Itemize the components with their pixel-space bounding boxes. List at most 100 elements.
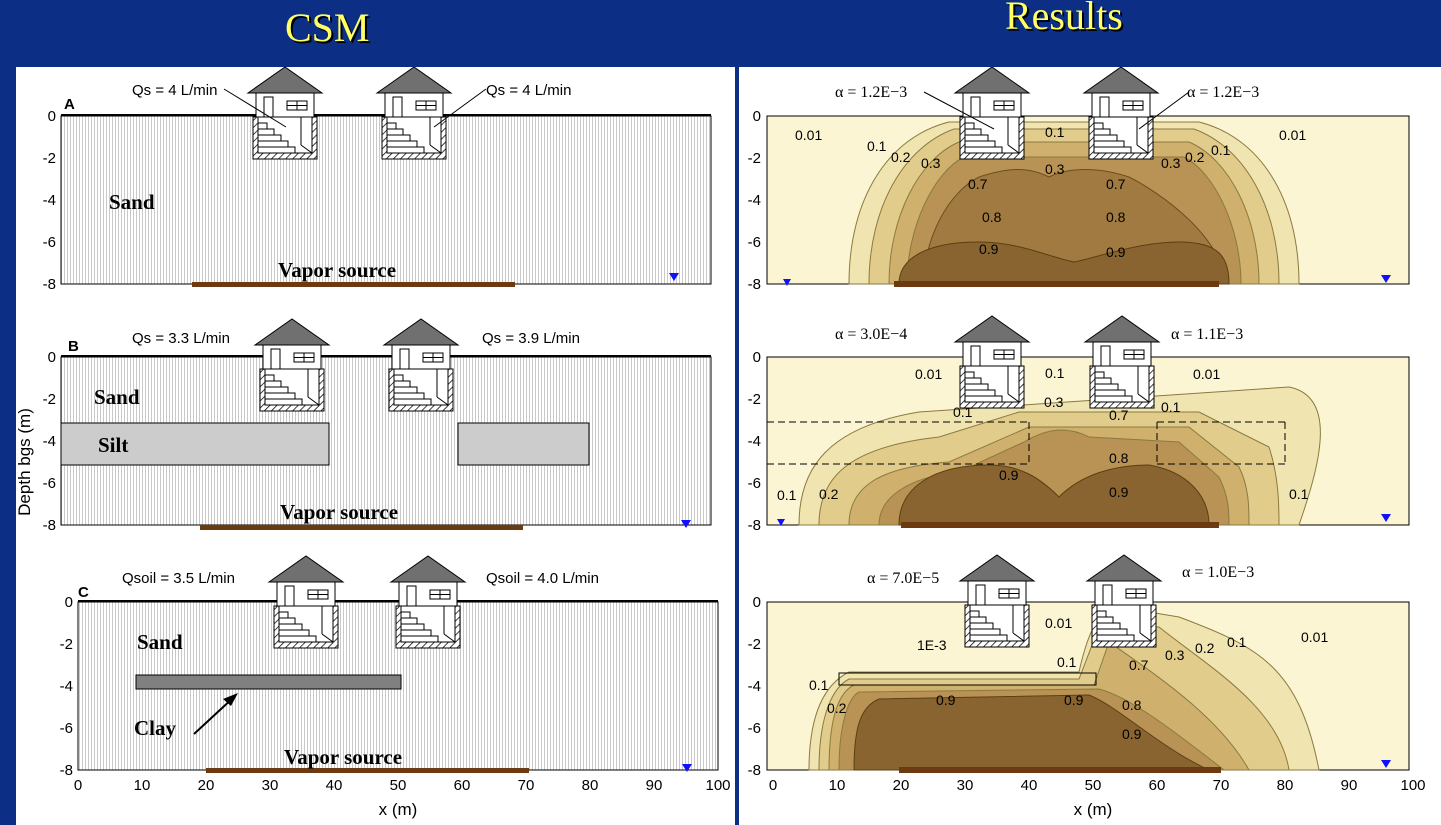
svg-text:0.1: 0.1	[1057, 654, 1077, 670]
vapor-source-bar	[192, 282, 515, 287]
csm-a-letter: A	[64, 96, 75, 113]
results-header: Results	[1005, 0, 1123, 38]
svg-text:0.2: 0.2	[1185, 149, 1205, 165]
svg-text:20: 20	[198, 777, 215, 794]
svg-text:-2: -2	[748, 150, 761, 167]
svg-text:0.7: 0.7	[1129, 657, 1149, 673]
svg-text:-2: -2	[43, 391, 56, 408]
svg-text:60: 60	[1149, 777, 1166, 794]
svg-text:20: 20	[893, 777, 910, 794]
svg-text:-8: -8	[748, 276, 761, 293]
csm-a-sand: Sand	[109, 190, 155, 214]
svg-text:0.9: 0.9	[1106, 244, 1126, 260]
svg-text:50: 50	[390, 777, 407, 794]
svg-text:10: 10	[134, 777, 151, 794]
house-icon	[390, 555, 466, 649]
svg-text:0.3: 0.3	[1165, 647, 1185, 663]
svg-text:0.3: 0.3	[1045, 161, 1065, 177]
csm-c-q-left: Qsoil = 3.5 L/min	[122, 570, 235, 587]
silt-layer	[60, 422, 330, 466]
csm-c-source: Vapor source	[284, 745, 402, 769]
svg-text:100: 100	[1400, 777, 1425, 794]
house-icon	[954, 67, 1030, 160]
svg-text:0.7: 0.7	[968, 176, 988, 192]
svg-text:0.1: 0.1	[1161, 399, 1181, 415]
svg-text:0.3: 0.3	[921, 155, 941, 171]
csm-plot-c: Qsoil = 3.5 L/min Qsoil = 4.0 L/min C Sa…	[77, 555, 719, 773]
svg-text:0.9: 0.9	[999, 467, 1019, 483]
house-icon	[376, 67, 452, 160]
clay-layer	[135, 674, 402, 690]
csm-a-q-left: Qs = 4 L/min	[132, 82, 217, 99]
svg-text:0: 0	[753, 594, 761, 611]
water-table-icon	[682, 764, 692, 772]
svg-text:-8: -8	[43, 276, 56, 293]
svg-text:-6: -6	[748, 234, 761, 251]
svg-text:0.1: 0.1	[1227, 634, 1247, 650]
results-a-alpha-right: α = 1.2E−3	[1187, 84, 1259, 101]
svg-text:0.7: 0.7	[1109, 407, 1129, 423]
results-plot-b: α = 3.0E−4 α = 1.1E−3 0.01 0.1 0.1 0.2 0…	[766, 315, 1410, 528]
svg-text:-8: -8	[43, 517, 56, 534]
csm-b-q-right: Qs = 3.9 L/min	[482, 330, 580, 347]
svg-text:0.8: 0.8	[982, 209, 1002, 225]
house-icon	[1083, 67, 1159, 160]
svg-text:0.01: 0.01	[795, 127, 822, 143]
svg-text:0.1: 0.1	[1289, 486, 1309, 502]
csm-plot-b: Qs = 3.3 L/min Qs = 3.9 L/min B Sand Sil…	[60, 318, 712, 530]
svg-text:0.9: 0.9	[1064, 692, 1084, 708]
csm-panel: Qs = 4 L/min Qs = 4 L/min A Sand Vapor s…	[16, 67, 735, 825]
csm-c-sand: Sand	[137, 630, 183, 654]
csm-header: CSM	[285, 5, 370, 50]
svg-text:0.9: 0.9	[1122, 726, 1142, 742]
house-icon	[1086, 554, 1162, 648]
svg-text:0.3: 0.3	[1044, 394, 1064, 410]
csm-b-sand: Sand	[94, 385, 140, 409]
svg-text:0.01: 0.01	[1045, 615, 1072, 631]
house-icon	[1084, 315, 1160, 409]
svg-text:0.7: 0.7	[1106, 176, 1126, 192]
svg-text:0.8: 0.8	[1109, 450, 1129, 466]
svg-text:0.1: 0.1	[777, 487, 797, 503]
svg-text:0.2: 0.2	[819, 486, 839, 502]
svg-text:-4: -4	[60, 678, 73, 695]
svg-text:0: 0	[753, 349, 761, 366]
svg-text:0: 0	[769, 777, 777, 794]
svg-text:-8: -8	[60, 762, 73, 779]
svg-text:100: 100	[705, 777, 730, 794]
svg-text:40: 40	[326, 777, 343, 794]
svg-text:0.8: 0.8	[1122, 697, 1142, 713]
svg-text:40: 40	[1021, 777, 1038, 794]
svg-text:0.2: 0.2	[1195, 640, 1215, 656]
results-y-ticks: 0 -2 -4 -6 -8 0 -2 -4 -6 -8 0 -2 -4 -6 -…	[748, 108, 761, 779]
vapor-source-bar	[200, 525, 523, 530]
svg-text:0.1: 0.1	[867, 138, 887, 154]
csm-x-ticks: 0 10 20 30 40 50 60 70 80 90 100	[74, 777, 731, 794]
csm-a-source: Vapor source	[278, 258, 396, 282]
svg-text:70: 70	[518, 777, 535, 794]
svg-text:-6: -6	[43, 475, 56, 492]
svg-text:0: 0	[65, 594, 73, 611]
svg-text:-4: -4	[43, 433, 56, 450]
svg-text:0.01: 0.01	[1193, 366, 1220, 382]
svg-text:-2: -2	[60, 636, 73, 653]
svg-text:80: 80	[582, 777, 599, 794]
svg-text:-6: -6	[748, 475, 761, 492]
svg-text:-8: -8	[748, 517, 761, 534]
csm-plot-a: Qs = 4 L/min Qs = 4 L/min A Sand Vapor s…	[60, 67, 712, 287]
csm-b-source: Vapor source	[280, 500, 398, 524]
svg-text:0.2: 0.2	[891, 149, 911, 165]
svg-text:0.9: 0.9	[1109, 484, 1129, 500]
csm-y-ticks: 0 -2 -4 -6 -8 0 -2 -4 -6 -8 0 -2 -4 -6 -…	[43, 108, 73, 779]
house-icon	[268, 555, 344, 649]
csm-b-silt: Silt	[98, 433, 128, 457]
svg-text:60: 60	[454, 777, 471, 794]
house-icon	[383, 318, 459, 412]
house-icon	[247, 67, 323, 160]
svg-text:30: 30	[262, 777, 279, 794]
svg-text:0.01: 0.01	[915, 366, 942, 382]
svg-text:-6: -6	[43, 234, 56, 251]
svg-text:90: 90	[1341, 777, 1358, 794]
svg-text:0.1: 0.1	[809, 677, 829, 693]
results-b-alpha-left: α = 3.0E−4	[835, 326, 907, 343]
